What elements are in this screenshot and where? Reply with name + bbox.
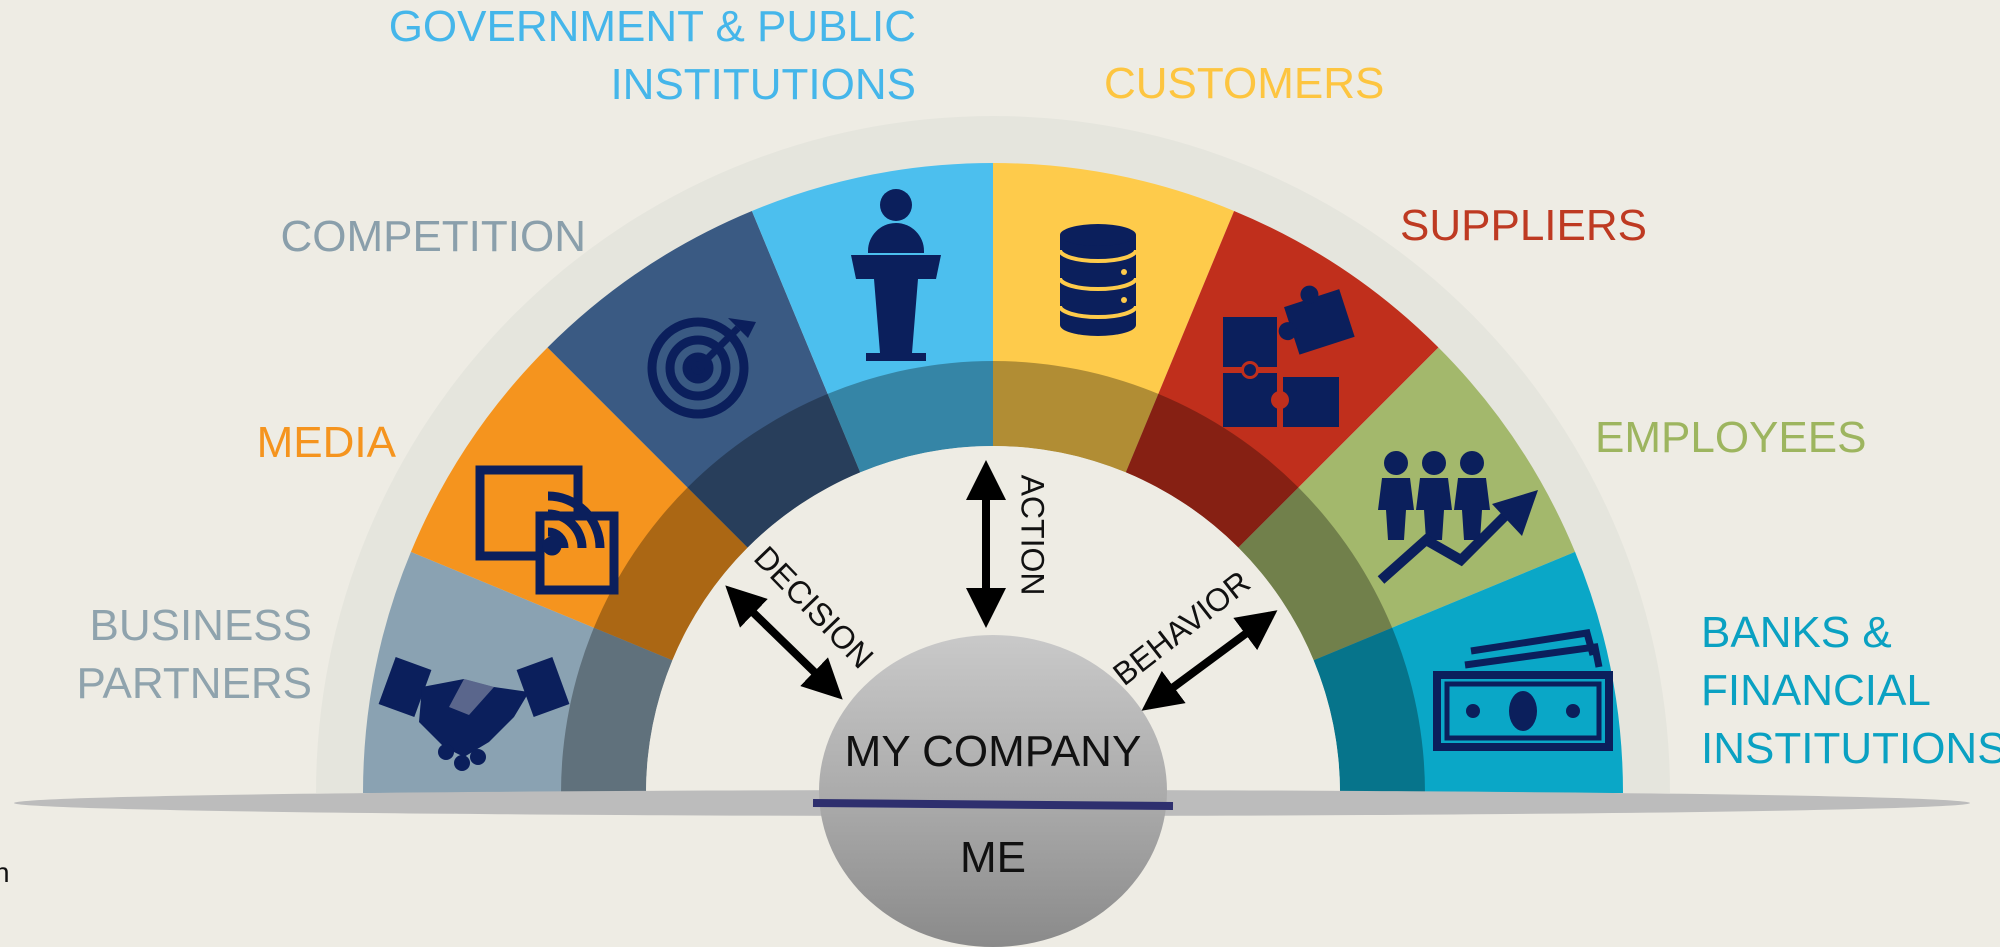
company-label: MY COMPANY [845, 727, 1142, 776]
decision-arrow [725, 585, 843, 700]
icons-group [378, 189, 1613, 771]
podium-speaker-icon [851, 189, 941, 361]
label-line: BUSINESS [89, 601, 312, 650]
label-line: PARTNERS [76, 659, 312, 708]
label-line: COMPETITION [280, 212, 586, 261]
edge-fragment-text: n [0, 857, 10, 888]
core-divider [812, 799, 1174, 810]
target-icon [647, 317, 756, 419]
label-line: FINANCIAL [1701, 666, 1931, 715]
puzzle-icon [1223, 285, 1355, 427]
label-banks: BANKS & FINANCIAL INSTITUTIONS [1701, 604, 2000, 778]
inner-band [561, 361, 1425, 793]
label-line: INSTITUTIONS [610, 60, 916, 109]
me-label: ME [960, 833, 1026, 882]
label-line: GOVERNMENT & PUBLIC [388, 2, 916, 51]
label-line: EMPLOYEES [1595, 413, 1867, 462]
team-growth-icon [1377, 451, 1538, 584]
broadcast-screen-icon [475, 465, 619, 595]
core-circle [819, 635, 1167, 947]
label-employees: EMPLOYEES [1595, 409, 1866, 467]
handshake-icon [378, 657, 570, 771]
cash-icon [1433, 629, 1613, 751]
label-line: BANKS & [1701, 608, 1892, 657]
arrows-group [725, 460, 1278, 711]
database-icon [1058, 224, 1138, 336]
action-label: ACTION [1015, 475, 1051, 596]
behavior-arrow [1141, 610, 1278, 711]
label-line: CUSTOMERS [1104, 59, 1385, 108]
label-suppliers: SUPPLIERS [1400, 197, 1647, 255]
segment-suppliers [1125, 210, 1439, 548]
label-competition: COMPETITION [280, 208, 586, 266]
label-line: SUPPLIERS [1400, 201, 1647, 250]
label-line: MEDIA [256, 418, 396, 467]
label-customers: CUSTOMERS [1104, 55, 1384, 113]
label-business-partners: BUSINESS PARTNERS [76, 597, 312, 713]
label-line: INSTITUTIONS [1701, 724, 2000, 773]
label-government: GOVERNMENT & PUBLIC INSTITUTIONS [389, 0, 916, 114]
label-media: MEDIA [257, 414, 396, 472]
segment-government [751, 163, 993, 473]
